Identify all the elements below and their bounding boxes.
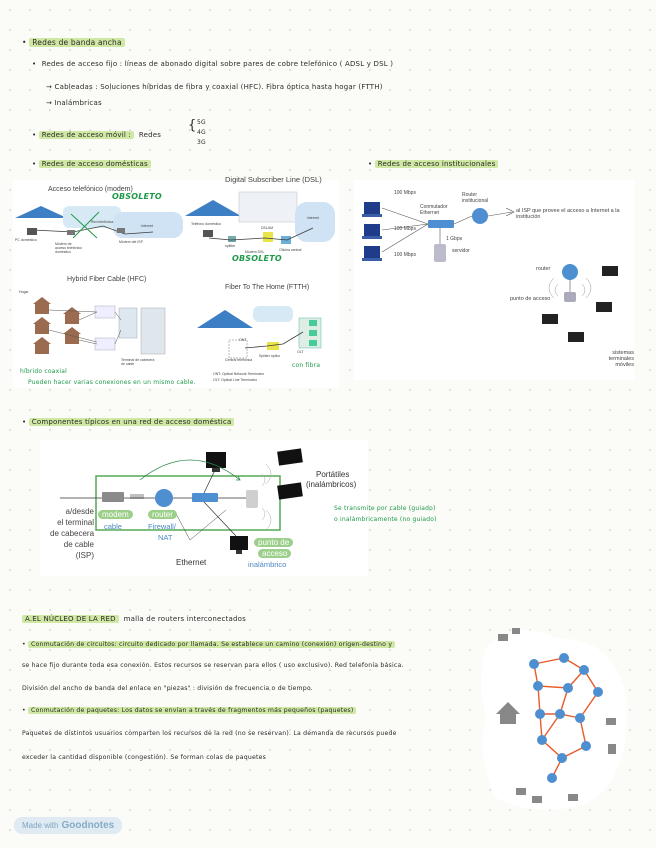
gen-4g: 4G — [197, 129, 206, 136]
pc-label: PC doméstico — [15, 238, 37, 242]
gen-5g: 5G — [197, 119, 206, 126]
inst-switch-label: Conmutador Ethernet — [420, 204, 460, 216]
red-tel-label: Red telefónica — [91, 220, 113, 224]
note-circuitos-2: se hace fijo durante toda esa conexión. … — [22, 662, 404, 669]
core-network-figure — [476, 618, 632, 814]
annotation-varias-conexiones: Pueden hacer varias conexiones en un mis… — [28, 379, 196, 386]
annotation-obsoleto-2: OBSOLETO — [232, 254, 282, 263]
ethernet-label: Ethernet — [176, 558, 206, 567]
central-label: Central telefónica — [225, 358, 252, 362]
inst-router-label: Router institucional — [462, 192, 502, 204]
modem-dom-label: Módem de acceso telefónico doméstico — [55, 242, 83, 254]
heading-institucionales: • Redes de acceso institucionales — [368, 160, 498, 168]
inst-1gbps-label: 1 Gbps — [446, 236, 462, 242]
splitter-opt-label: Splitter óptico — [259, 354, 280, 358]
note-circuitos-3: División del ancho de banda del enlace e… — [22, 685, 313, 692]
splitter-label: splitter — [225, 244, 235, 248]
annotation-obsoleto-1: OBSOLETO — [112, 192, 162, 201]
inalambricos-label: (inalámbricos) — [306, 480, 356, 489]
heading-redes-banda-ancha: • Redes de banda ancha — [22, 38, 125, 47]
institutional-access-figure: 100 Mbps 100 Mbps 100 Mbps Conmutador Et… — [354, 180, 634, 380]
annotation-no-guiado: o inalámbricamente (no guiado) — [334, 516, 437, 523]
inst-100mbps-1: 100 Mbps — [394, 190, 416, 196]
inst-moviles-label: sistemas terminales móviles — [594, 350, 634, 368]
oficina-label: Oficina central — [279, 248, 301, 252]
punto-label: punto de — [254, 538, 293, 547]
internet-label-2: Internet — [307, 216, 319, 220]
ftth-title: Fiber To The Home (FTTH) — [225, 284, 309, 291]
note-acceso-movil: • Redes de acceso móvil : Redes — [32, 131, 161, 139]
footnote-ont: ONT: Optical Network Terminator — [213, 372, 264, 376]
inst-servidor-label: servidor — [452, 248, 470, 254]
modem-label: modem — [98, 510, 133, 519]
internet-label-1: Internet — [141, 224, 153, 228]
note-paquetes-1: • Conmutación de paquetes: Los datos se … — [22, 707, 356, 714]
ont-label: ONT — [239, 338, 246, 342]
olt-label: OLT — [297, 350, 304, 354]
dsl-title: Digital Subscriber Line (DSL) — [225, 175, 322, 184]
inst-100mbps-2: 100 Mbps — [394, 226, 416, 232]
heading-componentes: • Componentes típicos en una red de acce… — [22, 418, 234, 426]
annotation-hibrido: híbrido coaxial — [20, 368, 67, 375]
acceso-label: acceso — [258, 549, 291, 558]
dslam-label: DSLAM — [261, 226, 273, 230]
footnote-olt: OLT: Optical Line Terminator — [213, 378, 257, 382]
note-inalambricas: → Inalámbricas — [46, 99, 102, 107]
note-cableadas: → Cableadas : Soluciones híbridas de fib… — [46, 83, 383, 91]
firewall-label: Firewall/ — [148, 522, 176, 531]
terminal-label: Terminal de cabecera de cable — [121, 358, 155, 366]
inalambrico-label: inalámbrico — [248, 560, 286, 569]
cable-label: cable — [104, 522, 122, 531]
inst-isp-label: al ISP que provee el acceso a Internet a… — [516, 208, 626, 220]
note-circuitos-1: • Conmutación de circuitos: circuito ded… — [22, 641, 395, 648]
domestic-access-figure: Acceso telefónico (modem) Digital Subscr… — [13, 180, 339, 388]
hogar-label: Hogar — [19, 290, 29, 294]
brace-icon: { — [188, 118, 196, 133]
portatiles-label: Portátiles — [316, 470, 349, 479]
modem-isp-label: Módem del ISP — [119, 240, 143, 244]
note-paquetes-2: Paquetes de distintos usuarios comparten… — [22, 730, 397, 737]
note-acceso-fijo: • Redes de acceso fijo : líneas de abona… — [32, 60, 396, 68]
heading-domesticas: • Redes de acceso domésticas — [32, 160, 151, 168]
annotation-con-fibra: con fibra — [292, 362, 320, 369]
inst-100mbps-3: 100 Mbps — [394, 252, 416, 258]
tel-dom-label: Teléfono doméstico — [191, 222, 221, 226]
heading-nucleo: A.EL NÚCLEO DE LA RED malla de routers i… — [22, 615, 246, 623]
inst-ap-label: punto de acceso — [510, 296, 550, 302]
annotation-guiado: Se transmite por cable (guiado) — [334, 505, 436, 512]
hfc-title: Hybrid Fiber Cable (HFC) — [67, 276, 146, 283]
nat-label: NAT — [158, 533, 172, 542]
router-label: router — [148, 510, 177, 519]
gen-3g: 3G — [197, 139, 206, 146]
note-paquetes-3: exceder la cantidad disponible (congesti… — [22, 754, 266, 761]
inst-router2-label: router — [536, 266, 550, 272]
